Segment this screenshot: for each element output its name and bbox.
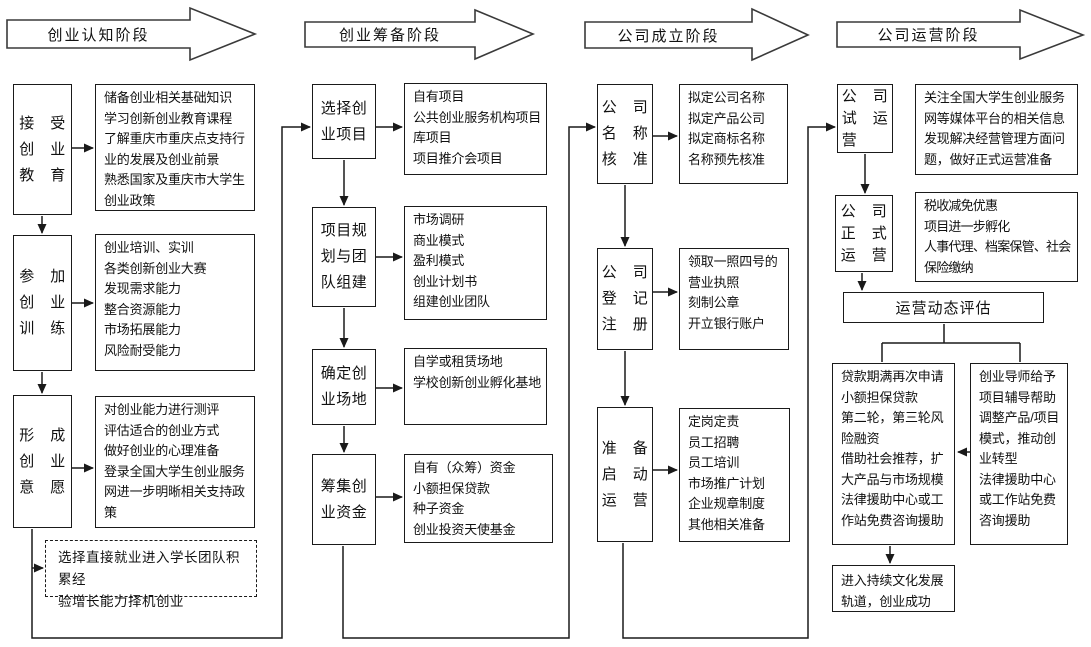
mentor-support-box: 创业导师给予 项目辅导帮助 调整产品/项目 模式，推动创 业转型 法律援助中心 … — [970, 363, 1068, 545]
stage1-step2-box: 参 加 创 业 训 练 — [13, 235, 72, 371]
connector-stage2-to-stage3 — [342, 122, 596, 639]
stage2-step2-box: 项目规 划与团 队组建 — [312, 207, 376, 307]
stage4-step2-detail: 税收减免优惠 项目进一步孵化 人事代理、档案保管、社会 保险缴纳 — [915, 192, 1078, 282]
stage-2-header-arrow — [304, 8, 536, 61]
stage1-step2-detail: 创业培训、实训 各类创新创业大赛 发现需求能力 整合资源能力 市场拓展能力 风险… — [95, 234, 255, 371]
stage3-step1-box: 公 司 名 称 核 准 — [597, 84, 653, 184]
connector-lines — [31, 122, 1021, 639]
loan-support-box: 贷款期满再次申请 小额担保贷款 第二轮，第三轮风 险融资 借助社会推荐，扩 大产… — [832, 363, 955, 545]
stage-header-arrows — [6, 6, 1086, 62]
connector-stage3-to-stage4 — [622, 122, 836, 639]
stage3-step3-detail: 定岗定责 员工招聘 员工培训 市场推广计划 企业规章制度 其他相关准备 — [679, 408, 790, 542]
stage-4-header-arrow — [836, 8, 1086, 61]
stage1-step3-box: 形 成 创 业 意 愿 — [13, 395, 72, 528]
stage2-step2-detail: 市场调研 商业模式 盈利模式 创业计划书 组建创业团队 — [404, 206, 547, 320]
stage1-step1-detail: 储备创业相关基础知识 学习创新创业教育课程 了解重庆市重庆点支持行 业的发展及创… — [95, 84, 255, 211]
stage3-step3-box: 准 备 启 动 运 营 — [597, 407, 653, 542]
stage1-step3-detail: 对创业能力进行测评 评估适合的创业方式 做好创业的心理准备 登录全国大学生创业服… — [95, 396, 255, 528]
stage2-step4-detail: 自有（众筹）资金 小额担保贷款 种子资金 创业投资天使基金 — [404, 454, 553, 543]
stage4-step1-box: 公 司 试 运 营 — [837, 84, 893, 153]
stage2-step1-box: 选择创 业项目 — [312, 84, 376, 159]
stage-4-header: 公司运营阶段 — [877, 27, 980, 44]
stage3-step2-detail: 领取一照四号的 营业执照 刻制公章 开立银行账户 — [679, 248, 789, 350]
operation-evaluation-box: 运营动态评估 — [843, 292, 1044, 323]
success-box: 进入持续文化发展 轨道，创业成功 — [832, 565, 955, 612]
alternative-path-box: 选择直接就业进入学长团队积累经 验增长能力择机创业 — [45, 540, 257, 609]
connector-stage1-to-stage2 — [31, 122, 311, 639]
stage2-step3-detail: 自学或租赁场地 学校创新创业孵化基地 — [404, 348, 547, 425]
stage2-step3-box: 确定创 业场地 — [312, 349, 376, 425]
stage2-step1-detail: 自有项目 公共创业服务机构项目 库项目 项目推介会项目 — [404, 83, 547, 175]
stage2-step4-box: 筹集创 业资金 — [312, 454, 376, 545]
stage1-step1-box: 接 受 创 业 教 育 — [13, 84, 72, 215]
stage-3-header-arrow — [584, 7, 810, 62]
evaluation-split-lines — [881, 324, 1021, 362]
stage3-step2-box: 公 司 登 记 注 册 — [597, 248, 653, 350]
stage-3-header: 公司成立阶段 — [617, 27, 720, 45]
stage4-step1-detail: 关注全国大学生创业服务 网等媒体平台的相关信息 发现解决经营管理方面问 题，做好… — [915, 84, 1078, 175]
stage-2-header: 创业筹备阶段 — [338, 27, 441, 44]
stage-1-header: 创业认知阶段 — [47, 26, 150, 44]
stage-1-header-arrow — [6, 6, 258, 62]
stage3-step1-detail: 拟定公司名称 拟定产品公司 拟定商标名称 名称预先核准 — [679, 84, 788, 184]
stage4-step2-box: 公 司 正 式 运 营 — [835, 195, 893, 272]
